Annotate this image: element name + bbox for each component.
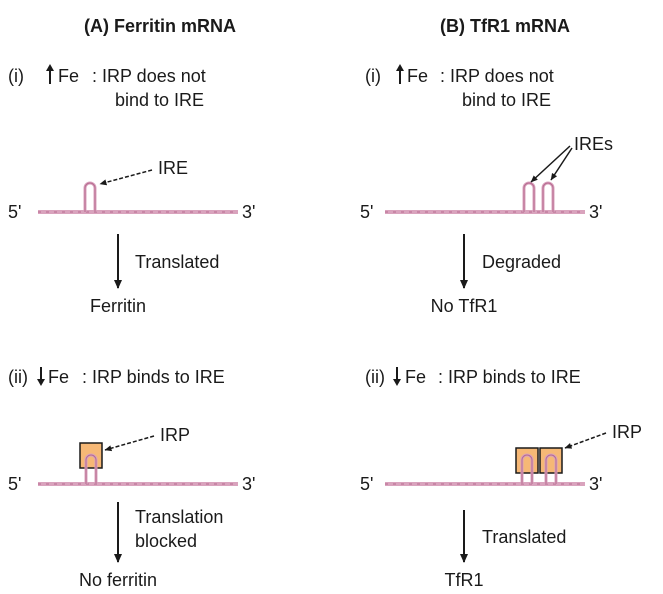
irp-label: IRP <box>160 425 190 445</box>
up-arrow-icon <box>46 64 54 84</box>
ire-pointer-arrow <box>99 169 153 186</box>
condition-prefix: (i) <box>8 66 24 86</box>
iron-label: Fe <box>48 367 69 387</box>
five-prime-label: 5' <box>8 474 21 494</box>
condition-prefix: (ii) <box>365 367 385 387</box>
condition-text-line1: : IRP does not <box>92 66 206 86</box>
ire-stem-loop <box>520 453 534 484</box>
ire-label: IRE <box>158 158 188 178</box>
three-prime-label: 3' <box>242 474 255 494</box>
condition-prefix: (i) <box>365 66 381 86</box>
three-prime-label: 3' <box>589 202 602 222</box>
down-arrow-icon <box>37 367 45 386</box>
panel-b-high-iron: (i) Fe : IRP does not bind to IRE 5' 3' <box>360 64 613 316</box>
irp-protein <box>515 447 539 474</box>
condition-prefix: (ii) <box>8 367 28 387</box>
iron-label: Fe <box>405 367 426 387</box>
outcome-label: Translated <box>135 252 219 272</box>
five-prime-label: 5' <box>8 202 21 222</box>
iron-label: Fe <box>407 66 428 86</box>
panel-a-title: (A) Ferritin mRNA <box>84 16 236 36</box>
ire-stem-loop <box>522 181 536 212</box>
ire-pointer-arrow <box>530 145 571 183</box>
condition-text-line2: bind to IRE <box>462 90 551 110</box>
outcome-label-line2: blocked <box>135 531 197 551</box>
ire-stem-loop <box>544 453 558 484</box>
three-prime-label: 3' <box>589 474 602 494</box>
product-label: No ferritin <box>79 570 157 590</box>
ire-stem-loop <box>83 181 97 212</box>
ire-pointer-arrow <box>550 147 573 181</box>
ire-label: IREs <box>574 134 613 154</box>
outcome-label: Degraded <box>482 252 561 272</box>
five-prime-label: 5' <box>360 202 373 222</box>
condition-text-line1: : IRP does not <box>440 66 554 86</box>
panel-b-title: (B) TfR1 mRNA <box>440 16 570 36</box>
product-label: No TfR1 <box>431 296 498 316</box>
condition-text-line1: : IRP binds to IRE <box>82 367 225 387</box>
panel-b: (B) TfR1 mRNA (i) Fe : IRP does not bind… <box>360 16 642 590</box>
product-label: Ferritin <box>90 296 146 316</box>
up-arrow-icon <box>396 64 404 84</box>
condition-text-line2: bind to IRE <box>115 90 204 110</box>
three-prime-label: 3' <box>242 202 255 222</box>
outcome-label-line1: Translation <box>135 507 223 527</box>
panel-a-low-iron: (ii) Fe : IRP binds to IRE 5' 3' IRP Tra… <box>8 367 255 590</box>
iron-label: Fe <box>58 66 79 86</box>
irp-pointer-arrow <box>564 432 607 449</box>
product-label: TfR1 <box>444 570 483 590</box>
ire-stem-loop <box>84 453 98 484</box>
panel-a: (A) Ferritin mRNA (i) Fe : IRP does not … <box>8 16 255 590</box>
irp-protein <box>539 447 563 474</box>
panel-a-high-iron: (i) Fe : IRP does not bind to IRE 5' 3' … <box>8 64 255 316</box>
five-prime-label: 5' <box>360 474 373 494</box>
condition-text-line1: : IRP binds to IRE <box>438 367 581 387</box>
irp-pointer-arrow <box>104 435 155 452</box>
ire-stem-loop <box>541 181 555 212</box>
down-arrow-icon <box>393 367 401 386</box>
panel-b-low-iron: (ii) Fe : IRP binds to IRE 5' 3' <box>360 367 642 590</box>
irp-label: IRP <box>612 422 642 442</box>
outcome-label: Translated <box>482 527 566 547</box>
